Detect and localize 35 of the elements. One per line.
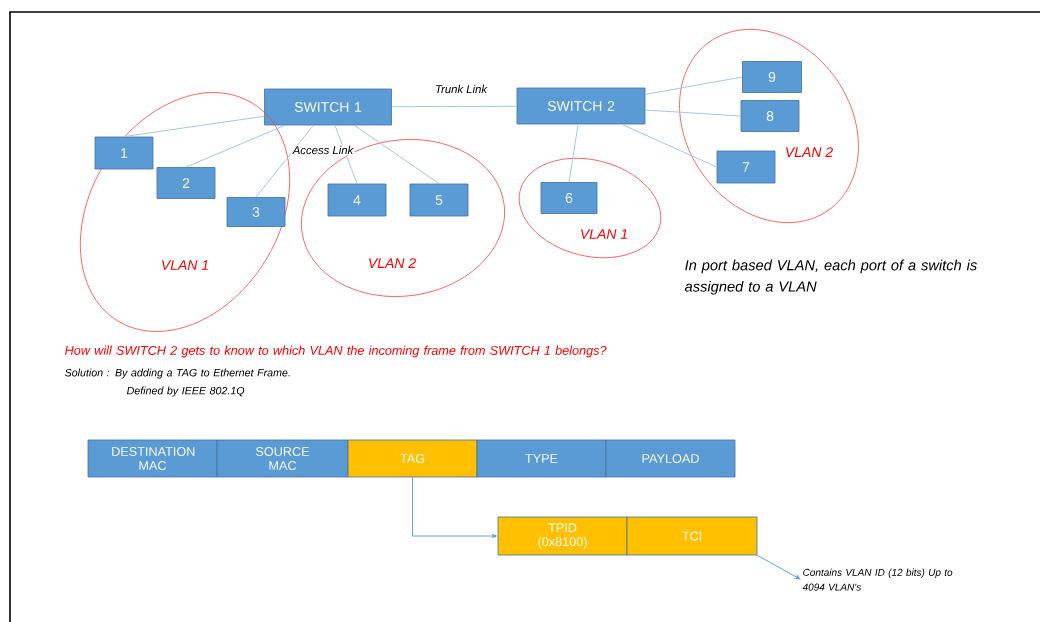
link-line bbox=[644, 109, 742, 117]
link-line bbox=[255, 124, 314, 198]
note-text: Solution : By adding a TAG to Ethernet Frame. bbox=[64, 368, 290, 379]
link-line bbox=[621, 123, 718, 168]
host-box: 9 bbox=[742, 61, 802, 93]
note-text: How will SWITCH 2 gets to know to which VLAN the incoming frame from SWITCH 1 belongs? bbox=[65, 345, 607, 358]
link-line bbox=[354, 124, 440, 185]
link-line bbox=[391, 105, 518, 108]
host-box: 3 bbox=[226, 197, 286, 227]
frame-field: TCI bbox=[626, 516, 758, 556]
frame-field: SOURCE MAC bbox=[216, 439, 349, 478]
link-line bbox=[185, 124, 286, 168]
host-box: 8 bbox=[740, 100, 800, 132]
link-line bbox=[644, 76, 743, 95]
host-box: 1 bbox=[94, 136, 154, 170]
link-line bbox=[412, 476, 497, 539]
edge-label: Trunk Link bbox=[436, 84, 488, 94]
frame-field: TPID (0x8100) bbox=[497, 516, 628, 556]
switch-box: SWITCH 2 bbox=[516, 87, 646, 125]
host-box: 6 bbox=[540, 182, 598, 214]
frame-field: TAG bbox=[347, 439, 478, 478]
host-box: 2 bbox=[156, 167, 216, 199]
note-text: In port based VLAN, each port of a switch is assigned to a VLAN bbox=[684, 259, 977, 295]
edge-label: Access Link bbox=[292, 145, 354, 155]
host-box: 5 bbox=[409, 183, 469, 217]
host-box: 7 bbox=[716, 150, 776, 184]
link-line bbox=[568, 123, 579, 183]
link-line bbox=[756, 554, 801, 580]
switch-box: SWITCH 1 bbox=[264, 88, 392, 126]
note-text: Contains VLAN ID (12 bits) Up to 4094 VLAN's bbox=[802, 568, 953, 591]
note-text: Defined by IEEE 802.1Q bbox=[126, 386, 245, 397]
frame-field: DESTINATION MAC bbox=[87, 439, 218, 478]
frame-field: TYPE bbox=[476, 439, 607, 478]
frame-field: PAYLOAD bbox=[605, 439, 736, 478]
host-box: 4 bbox=[327, 183, 387, 217]
